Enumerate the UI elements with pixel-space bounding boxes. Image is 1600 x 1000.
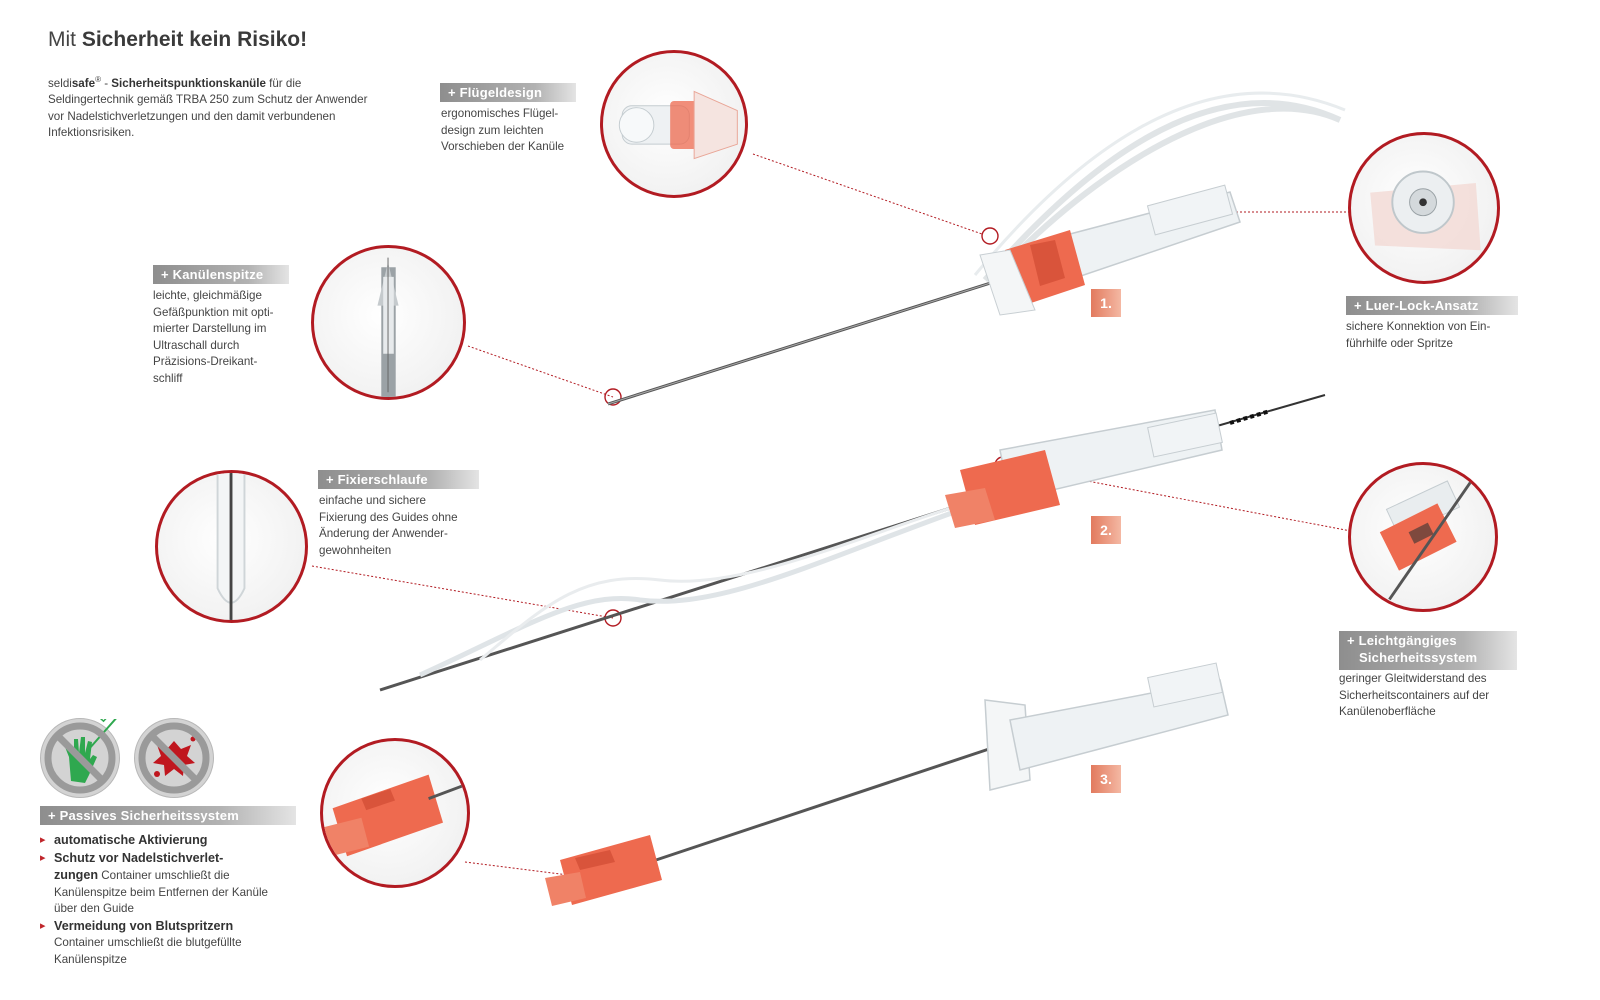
safety-system-detail-icon: [1379, 473, 1477, 601]
list-item: automatische Aktivierung: [40, 832, 290, 850]
label-passives-sicherheitssystem: + Passives Sicherheitssystem: [40, 806, 296, 825]
desc-line: Ultraschall durch: [153, 338, 240, 352]
step-badge-3: 3.: [1091, 765, 1121, 793]
zoom-luer-lock: [1348, 132, 1500, 284]
intro-dash: -: [100, 76, 112, 90]
desc-line: leichte, gleichmäßige: [153, 289, 262, 302]
passive-feature-list: automatische Aktivierung Schutz vor Nade…: [40, 832, 290, 968]
zoom-fluegeldesign: [600, 50, 748, 198]
label-leichtgaengig: + Leichtgängiges Sicherheitssystem: [1339, 631, 1517, 670]
intro-body: für die Seldingertechnik gemäß TRBA 250 …: [48, 76, 368, 140]
fluegel-detail-icon: [618, 90, 738, 160]
label-line: + Leichtgängiges: [1347, 633, 1457, 648]
list-item-text: Container umschließt die blutgefüllte Ka…: [54, 936, 242, 966]
label-fluegeldesign: + Flügeldesign: [440, 83, 576, 102]
zoom-kanuelenspitze: [311, 245, 466, 400]
desc-line: ergonomisches Flügel-: [441, 107, 559, 120]
step-badge-2: 2.: [1091, 516, 1121, 544]
device-2-illustration: [379, 394, 1326, 692]
desc-line: gewohnheiten: [319, 543, 392, 557]
desc-leichtgaengig: geringer Gleitwiderstand des Sicherheits…: [1339, 671, 1489, 721]
desc-fixierschlaufe: einfache und sichere Fixierung des Guide…: [319, 493, 458, 559]
desc-line: geringer Gleitwiderstand des: [1339, 672, 1487, 685]
device-3-illustration: [545, 662, 1229, 906]
product-name: Sicherheitspunktionskanüle: [111, 76, 266, 90]
device-1-illustration: [607, 91, 1346, 406]
desc-kanuelenspitze: leichte, gleichmäßige Gefäßpunktion mit …: [153, 288, 274, 387]
desc-luer-lock: sichere Konnektion von Ein- führhilfe od…: [1346, 319, 1490, 352]
desc-fluegeldesign: ergonomisches Flügel- design zum leichte…: [441, 106, 564, 156]
desc-line: schliff: [153, 371, 183, 385]
list-item-title: automatische Aktivierung: [54, 833, 208, 847]
list-item-title: Vermeidung von Blutspritzern: [54, 918, 234, 933]
luer-lock-detail-icon: [1370, 170, 1481, 251]
label-luer-lock: + Luer-Lock-Ansatz: [1346, 296, 1518, 315]
list-item: Schutz vor Nadelstichverlet- zungen Cont…: [40, 850, 290, 918]
list-item-title: Schutz vor Nadelstichverlet- zungen: [54, 850, 224, 883]
title-prefix: Mit: [48, 28, 76, 51]
desc-line: Präzisions-Dreikant-: [153, 355, 258, 368]
desc-line: führhilfe oder Spritze: [1346, 336, 1453, 350]
zoom-sicherheitssystem: [1348, 462, 1498, 612]
label-kanuelenspitze: + Kanülenspitze: [153, 265, 289, 284]
list-item: Vermeidung von Blutspritzern Container u…: [40, 918, 290, 969]
desc-line: Kanülenoberfläche: [1339, 705, 1436, 718]
desc-line: einfache und sichere: [319, 494, 426, 507]
title-bold: Sicherheit kein Risiko!: [81, 28, 308, 51]
no-hand-contact-icon: [40, 705, 120, 798]
page-title: Mit Sicherheit kein Risiko!: [48, 28, 307, 52]
label-fixierschlaufe: + Fixierschlaufe: [318, 470, 479, 489]
brand-bold: safe: [71, 76, 96, 90]
desc-line: Gefäßpunktion mit opti-: [153, 305, 274, 319]
container-detail-icon: [323, 774, 467, 857]
brand-plain: seldi: [48, 76, 72, 90]
label-line: Sicherheitssystem: [1359, 650, 1478, 665]
desc-line: Sicherheitscontainers auf der: [1339, 688, 1490, 702]
loop-detail-icon: [216, 473, 246, 620]
list-item-text: Container umschließt die Kanülenspitze b…: [54, 869, 268, 915]
desc-line: Fixierung des Guides ohne: [319, 510, 458, 524]
zoom-fixierschlaufe: [155, 470, 308, 623]
desc-line: mierter Darstellung im: [153, 322, 267, 335]
needle-tip-icon: [377, 257, 399, 397]
desc-line: Änderung der Anwender-: [319, 527, 448, 540]
no-blood-splatter-icon: [134, 718, 214, 798]
desc-line: sichere Konnektion von Ein-: [1346, 320, 1491, 333]
zoom-container: [320, 738, 470, 888]
desc-line: Vorschieben der Kanüle: [441, 140, 565, 153]
brand-registered: ®: [95, 75, 101, 84]
intro-text: seldisafe® - Sicherheitspunktionskanüle …: [48, 72, 368, 142]
desc-line: design zum leichten: [441, 123, 544, 137]
step-badge-1: 1.: [1091, 289, 1121, 317]
